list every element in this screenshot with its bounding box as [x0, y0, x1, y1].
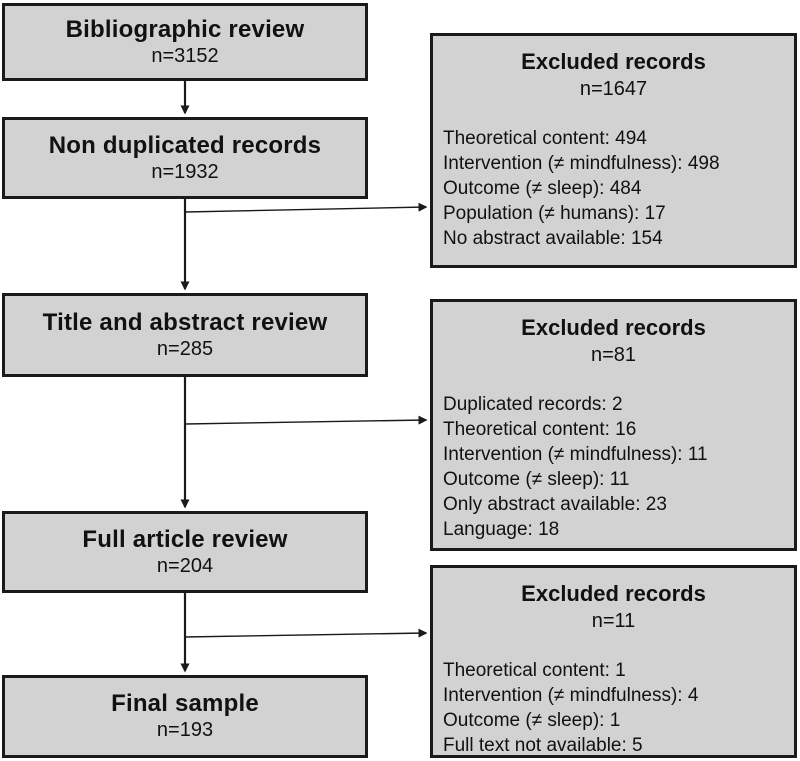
flow-step-count: n=3152 [151, 44, 219, 67]
spacer [443, 368, 784, 392]
exclusion-reason: Duplicated records: 2 [443, 394, 623, 415]
flow-step-count: n=204 [156, 554, 214, 577]
arrow-branch-to-excluded-81 [184, 415, 428, 425]
flow-step-title: Final sample [111, 690, 259, 717]
exclusion-box-title: Excluded records [521, 581, 706, 606]
flow-step-count: n=285 [156, 337, 214, 360]
exclusion-box-1647: Excluded records n=1647 Theoretical cont… [430, 33, 797, 268]
flow-step-title: Title and abstract review [42, 308, 328, 336]
exclusion-reason: Intervention (≠ mindfulness): 11 [443, 444, 708, 465]
exclusion-reason: Intervention (≠ mindfulness): 4 [443, 685, 699, 706]
spacer [443, 102, 784, 126]
exclusion-reason: Outcome (≠ sleep): 1 [443, 710, 621, 731]
exclusion-reason: Theoretical content: 1 [443, 660, 626, 681]
exclusion-reason: Theoretical content: 494 [443, 128, 647, 149]
exclusion-reason: Full text not available: 5 [443, 735, 643, 756]
arrow-branch-to-excluded-1647 [184, 202, 428, 213]
exclusion-box-11: Excluded records n=11 Theoretical conten… [430, 565, 797, 758]
exclusion-reason: Only abstract available: 23 [443, 494, 667, 515]
exclusion-reason: No abstract available: 154 [443, 228, 663, 249]
flow-step-title: Full article review [82, 525, 288, 553]
arrow-branch-to-excluded-11 [184, 628, 428, 638]
flow-step-count: n=1932 [151, 160, 219, 183]
exclusion-box-title: Excluded records [521, 315, 706, 340]
spacer [443, 634, 784, 658]
flow-step-title-abstract-review: Title and abstract review n=285 [2, 293, 368, 377]
exclusion-reason: Outcome (≠ sleep): 484 [443, 178, 642, 199]
flow-step-bibliographic-review: Bibliographic review n=3152 [2, 3, 368, 81]
exclusion-box-count: n=81 [590, 344, 637, 366]
flow-step-full-article-review: Full article review n=204 [2, 511, 368, 593]
exclusion-reason: Theoretical content: 16 [443, 419, 637, 440]
exclusion-reason: Language: 18 [443, 519, 560, 540]
flow-step-title: Non duplicated records [48, 131, 322, 159]
flow-step-title: Bibliographic review [65, 15, 305, 43]
flow-step-final-sample: Final sample n=193 [2, 675, 368, 758]
exclusion-reason: Intervention (≠ mindfulness): 498 [443, 153, 720, 174]
exclusion-box-title: Excluded records [521, 49, 706, 74]
exclusion-box-81: Excluded records n=81 Duplicated records… [430, 299, 797, 551]
exclusion-box-count: n=1647 [579, 78, 648, 100]
exclusion-box-count: n=11 [591, 610, 636, 632]
exclusion-reason: Outcome (≠ sleep): 11 [443, 469, 630, 490]
exclusion-reason: Population (≠ humans): 17 [443, 203, 666, 224]
flow-step-count: n=193 [156, 719, 214, 741]
flow-step-non-duplicated-records: Non duplicated records n=1932 [2, 117, 368, 199]
